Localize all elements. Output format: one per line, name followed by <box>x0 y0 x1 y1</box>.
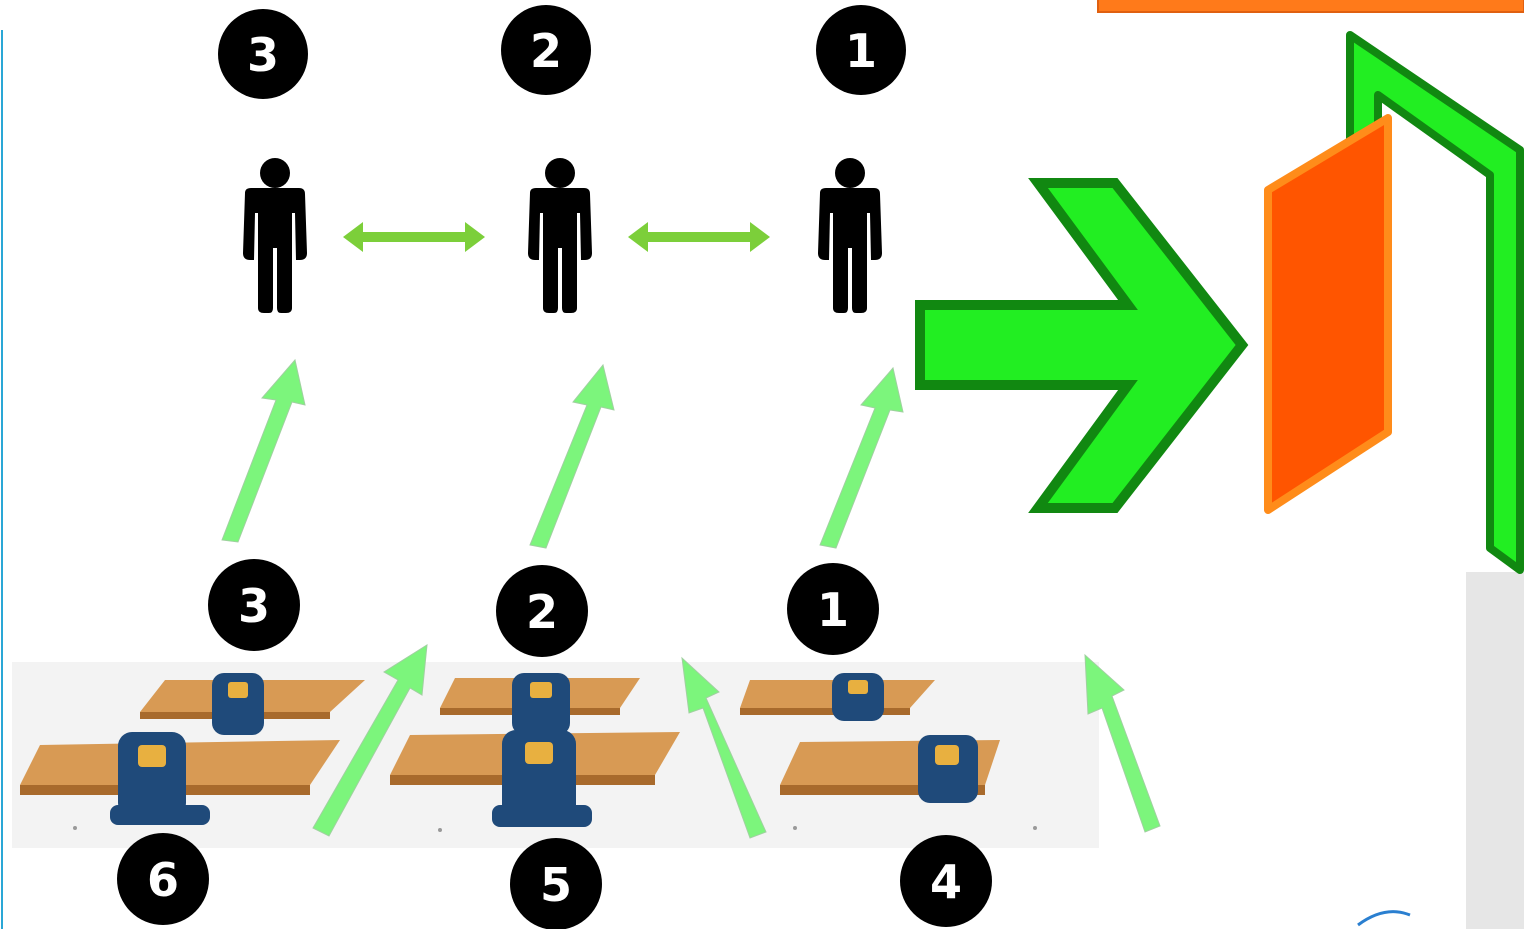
classroom-desks <box>12 662 1099 848</box>
upward-arrows <box>221 358 1161 839</box>
svg-text:2: 2 <box>526 585 558 639</box>
seat-badges-top: 3 2 1 <box>208 559 879 657</box>
arrow-seat4-to-seat1 <box>1084 653 1161 833</box>
svg-text:2: 2 <box>530 24 562 78</box>
svg-text:1: 1 <box>845 24 877 78</box>
chair-back-1 <box>832 673 884 721</box>
queue-badge: 1 <box>816 5 906 95</box>
chair-front-4 <box>918 735 978 803</box>
seat-badge: 3 <box>208 559 300 651</box>
person-icon <box>818 158 882 313</box>
seat-badge: 5 <box>510 838 602 929</box>
arrow-seat5-to-seat2 <box>681 656 767 839</box>
person-icon <box>243 158 307 313</box>
person-icon <box>528 158 592 313</box>
chair-back-3 <box>212 673 264 735</box>
seat-badge: 1 <box>787 563 879 655</box>
svg-text:5: 5 <box>540 858 572 912</box>
chair-back-2 <box>512 673 570 735</box>
svg-text:3: 3 <box>238 579 270 633</box>
top-banner <box>1097 0 1524 13</box>
exit-door-icon <box>1264 31 1524 574</box>
queue-badge: 2 <box>501 5 591 95</box>
seat-badges-bottom: 6 5 4 <box>117 833 992 929</box>
seat-badge: 2 <box>496 565 588 657</box>
exit-arrow-icon <box>915 178 1249 513</box>
chair-front-5 <box>492 730 592 827</box>
chair-front-6 <box>110 732 210 825</box>
double-arrow-icon <box>343 222 485 252</box>
double-arrow-icon <box>628 222 770 252</box>
queue-badge: 3 <box>218 9 308 99</box>
svg-text:1: 1 <box>817 583 849 637</box>
seat-badge: 6 <box>117 833 209 925</box>
queue-badges: 3 2 1 <box>218 5 906 99</box>
arrow-seat1-to-person1 <box>819 366 904 549</box>
seat-badge: 4 <box>900 835 992 927</box>
arrow-seat6-to-seat3 <box>312 644 428 837</box>
svg-text:3: 3 <box>247 28 279 82</box>
side-panel <box>1466 572 1524 929</box>
arrow-seat2-to-person2 <box>529 363 615 549</box>
svg-text:4: 4 <box>930 855 962 909</box>
svg-text:6: 6 <box>147 853 179 907</box>
arrow-seat3-to-person3 <box>221 358 306 543</box>
curved-arrow-icon <box>1357 910 1411 927</box>
